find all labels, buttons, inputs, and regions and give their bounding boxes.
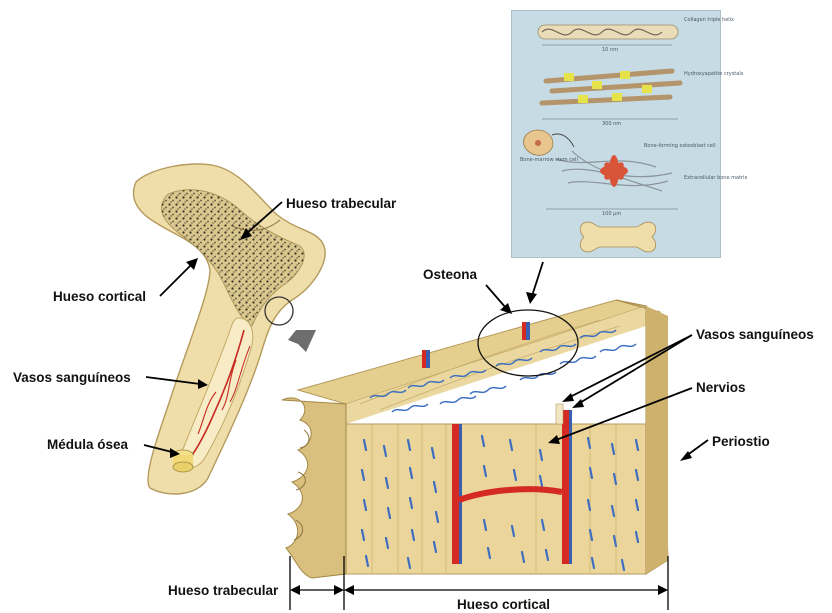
label-nerves: Nervios	[696, 380, 746, 395]
label-cortical-bone-femur: Hueso cortical	[53, 289, 146, 304]
inset-matrix-dimension: 100 µm	[602, 211, 621, 217]
bone-block-illustration	[282, 300, 668, 578]
femur-illustration	[133, 164, 325, 494]
inset-collagen-dimension: 10 nm	[602, 47, 618, 53]
label-trabecular-bone-dimension: Hueso trabecular	[168, 583, 278, 598]
label-blood-vessels-femur: Vasos sanguíneos	[13, 370, 131, 385]
label-trabecular-bone-femur: Hueso trabecular	[286, 196, 396, 211]
label-osteon: Osteona	[423, 267, 477, 282]
inset-hydroxyapatite-label: Hydroxyapatite crystals	[684, 71, 718, 77]
label-blood-vessels-block: Vasos sanguíneos	[696, 327, 814, 342]
label-bone-marrow: Médula ósea	[47, 437, 128, 452]
label-cortical-bone-dimension: Hueso cortical	[457, 597, 550, 612]
inset-collagen-label: Collagen triple helix	[684, 17, 718, 23]
bone-hierarchy-inset: Collagen triple helix 10 nm Hydroxyapati…	[511, 10, 721, 258]
label-periosteum: Periostio	[712, 434, 770, 449]
inset-osteoblast-label: Bone-forming osteoblast cell	[644, 143, 716, 149]
inset-hydroxyapatite-dimension: 300 nm	[602, 121, 621, 127]
inset-stem-cell-label: Bone-marrow stem cell	[520, 157, 578, 163]
inset-matrix-label: Extracellular bone matrix	[684, 175, 718, 181]
